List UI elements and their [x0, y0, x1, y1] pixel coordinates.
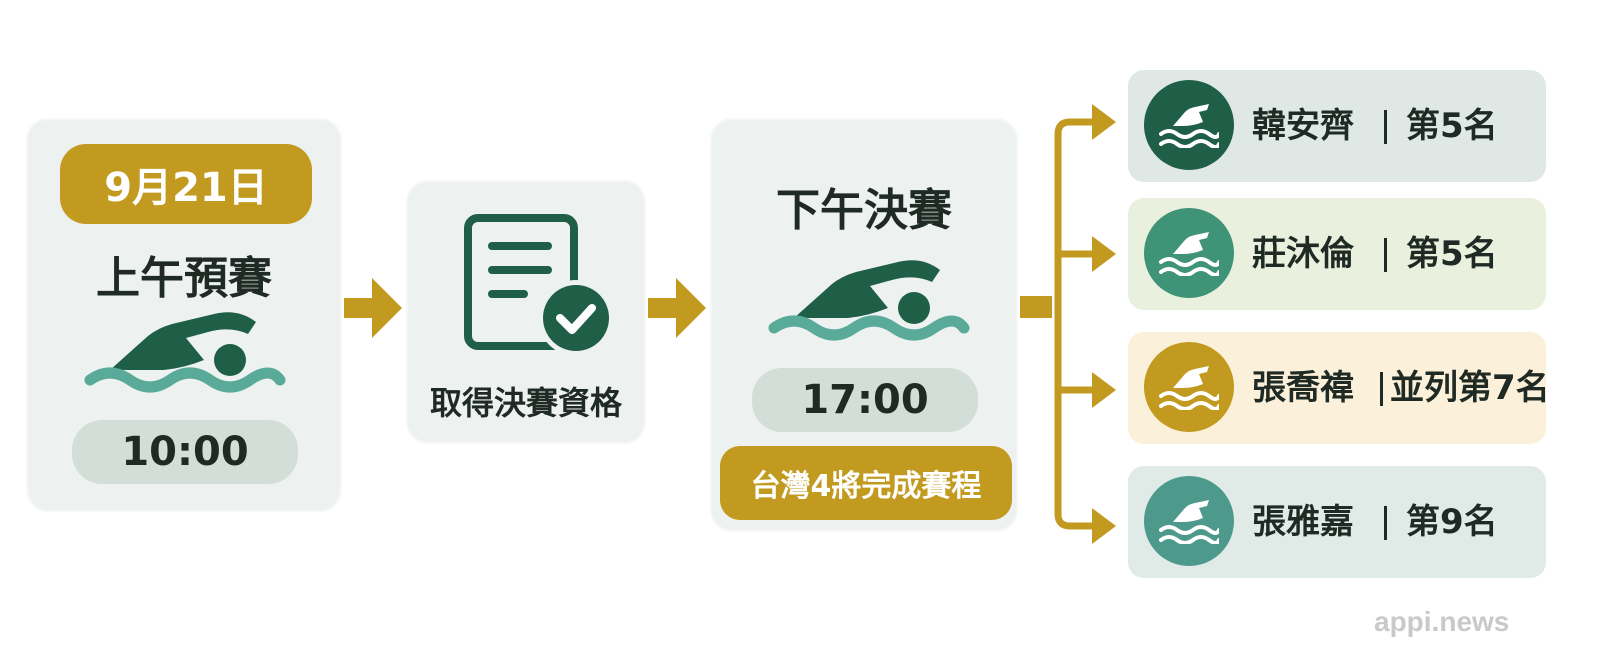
result-card: 張喬禕 並列第7名: [1128, 332, 1550, 444]
divider: [1384, 238, 1387, 272]
result-card: 韓安齊 第5名: [1128, 70, 1546, 182]
swimmer-badge-icon: [1144, 80, 1234, 170]
watermark: appi.news: [1374, 606, 1510, 637]
morning-heats-title: 上午預賽: [96, 253, 272, 304]
athlete-name: 莊沐倫: [1252, 234, 1354, 274]
document-check-icon: [464, 214, 614, 356]
athlete-rank: 第9名: [1406, 502, 1498, 542]
divider: [1384, 506, 1387, 540]
athlete-name: 韓安齊: [1252, 106, 1354, 146]
qualification-label: 取得決賽資格: [429, 384, 622, 422]
final-note: 台灣4將完成賽程: [720, 446, 1012, 520]
morning-heats-card: 9月21日 上午預賽 10:00: [26, 118, 342, 512]
branch-connector: [1020, 104, 1116, 544]
morning-time: 10:00: [72, 420, 298, 484]
athlete-rank: 並列第7名: [1390, 368, 1550, 408]
arrow-right-icon: [344, 278, 402, 338]
arrow-right-icon: [648, 278, 706, 338]
swimmer-icon: [84, 312, 286, 393]
result-card: 張雅嘉 第9名: [1128, 466, 1546, 578]
swimmer-badge-icon: [1144, 208, 1234, 298]
athlete-rank: 第5名: [1406, 106, 1498, 146]
afternoon-final-title: 下午決賽: [776, 185, 952, 236]
divider: [1380, 372, 1383, 406]
final-time: 17:00: [752, 368, 978, 432]
athlete-name: 張雅嘉: [1252, 502, 1354, 542]
swimmer-badge-icon: [1144, 342, 1234, 432]
swimmer-badge-icon: [1144, 476, 1234, 566]
athlete-name: 張喬禕: [1252, 368, 1354, 408]
swimmer-icon: [768, 260, 970, 341]
result-card: 莊沐倫 第5名: [1128, 198, 1546, 310]
athlete-rank: 第5名: [1406, 234, 1498, 274]
divider: [1384, 110, 1387, 144]
qualification-card: 取得決賽資格: [406, 180, 646, 444]
afternoon-final-card: 下午決賽 17:00 台灣4將完成賽程: [710, 118, 1018, 532]
date-badge: 9月21日: [60, 144, 312, 224]
